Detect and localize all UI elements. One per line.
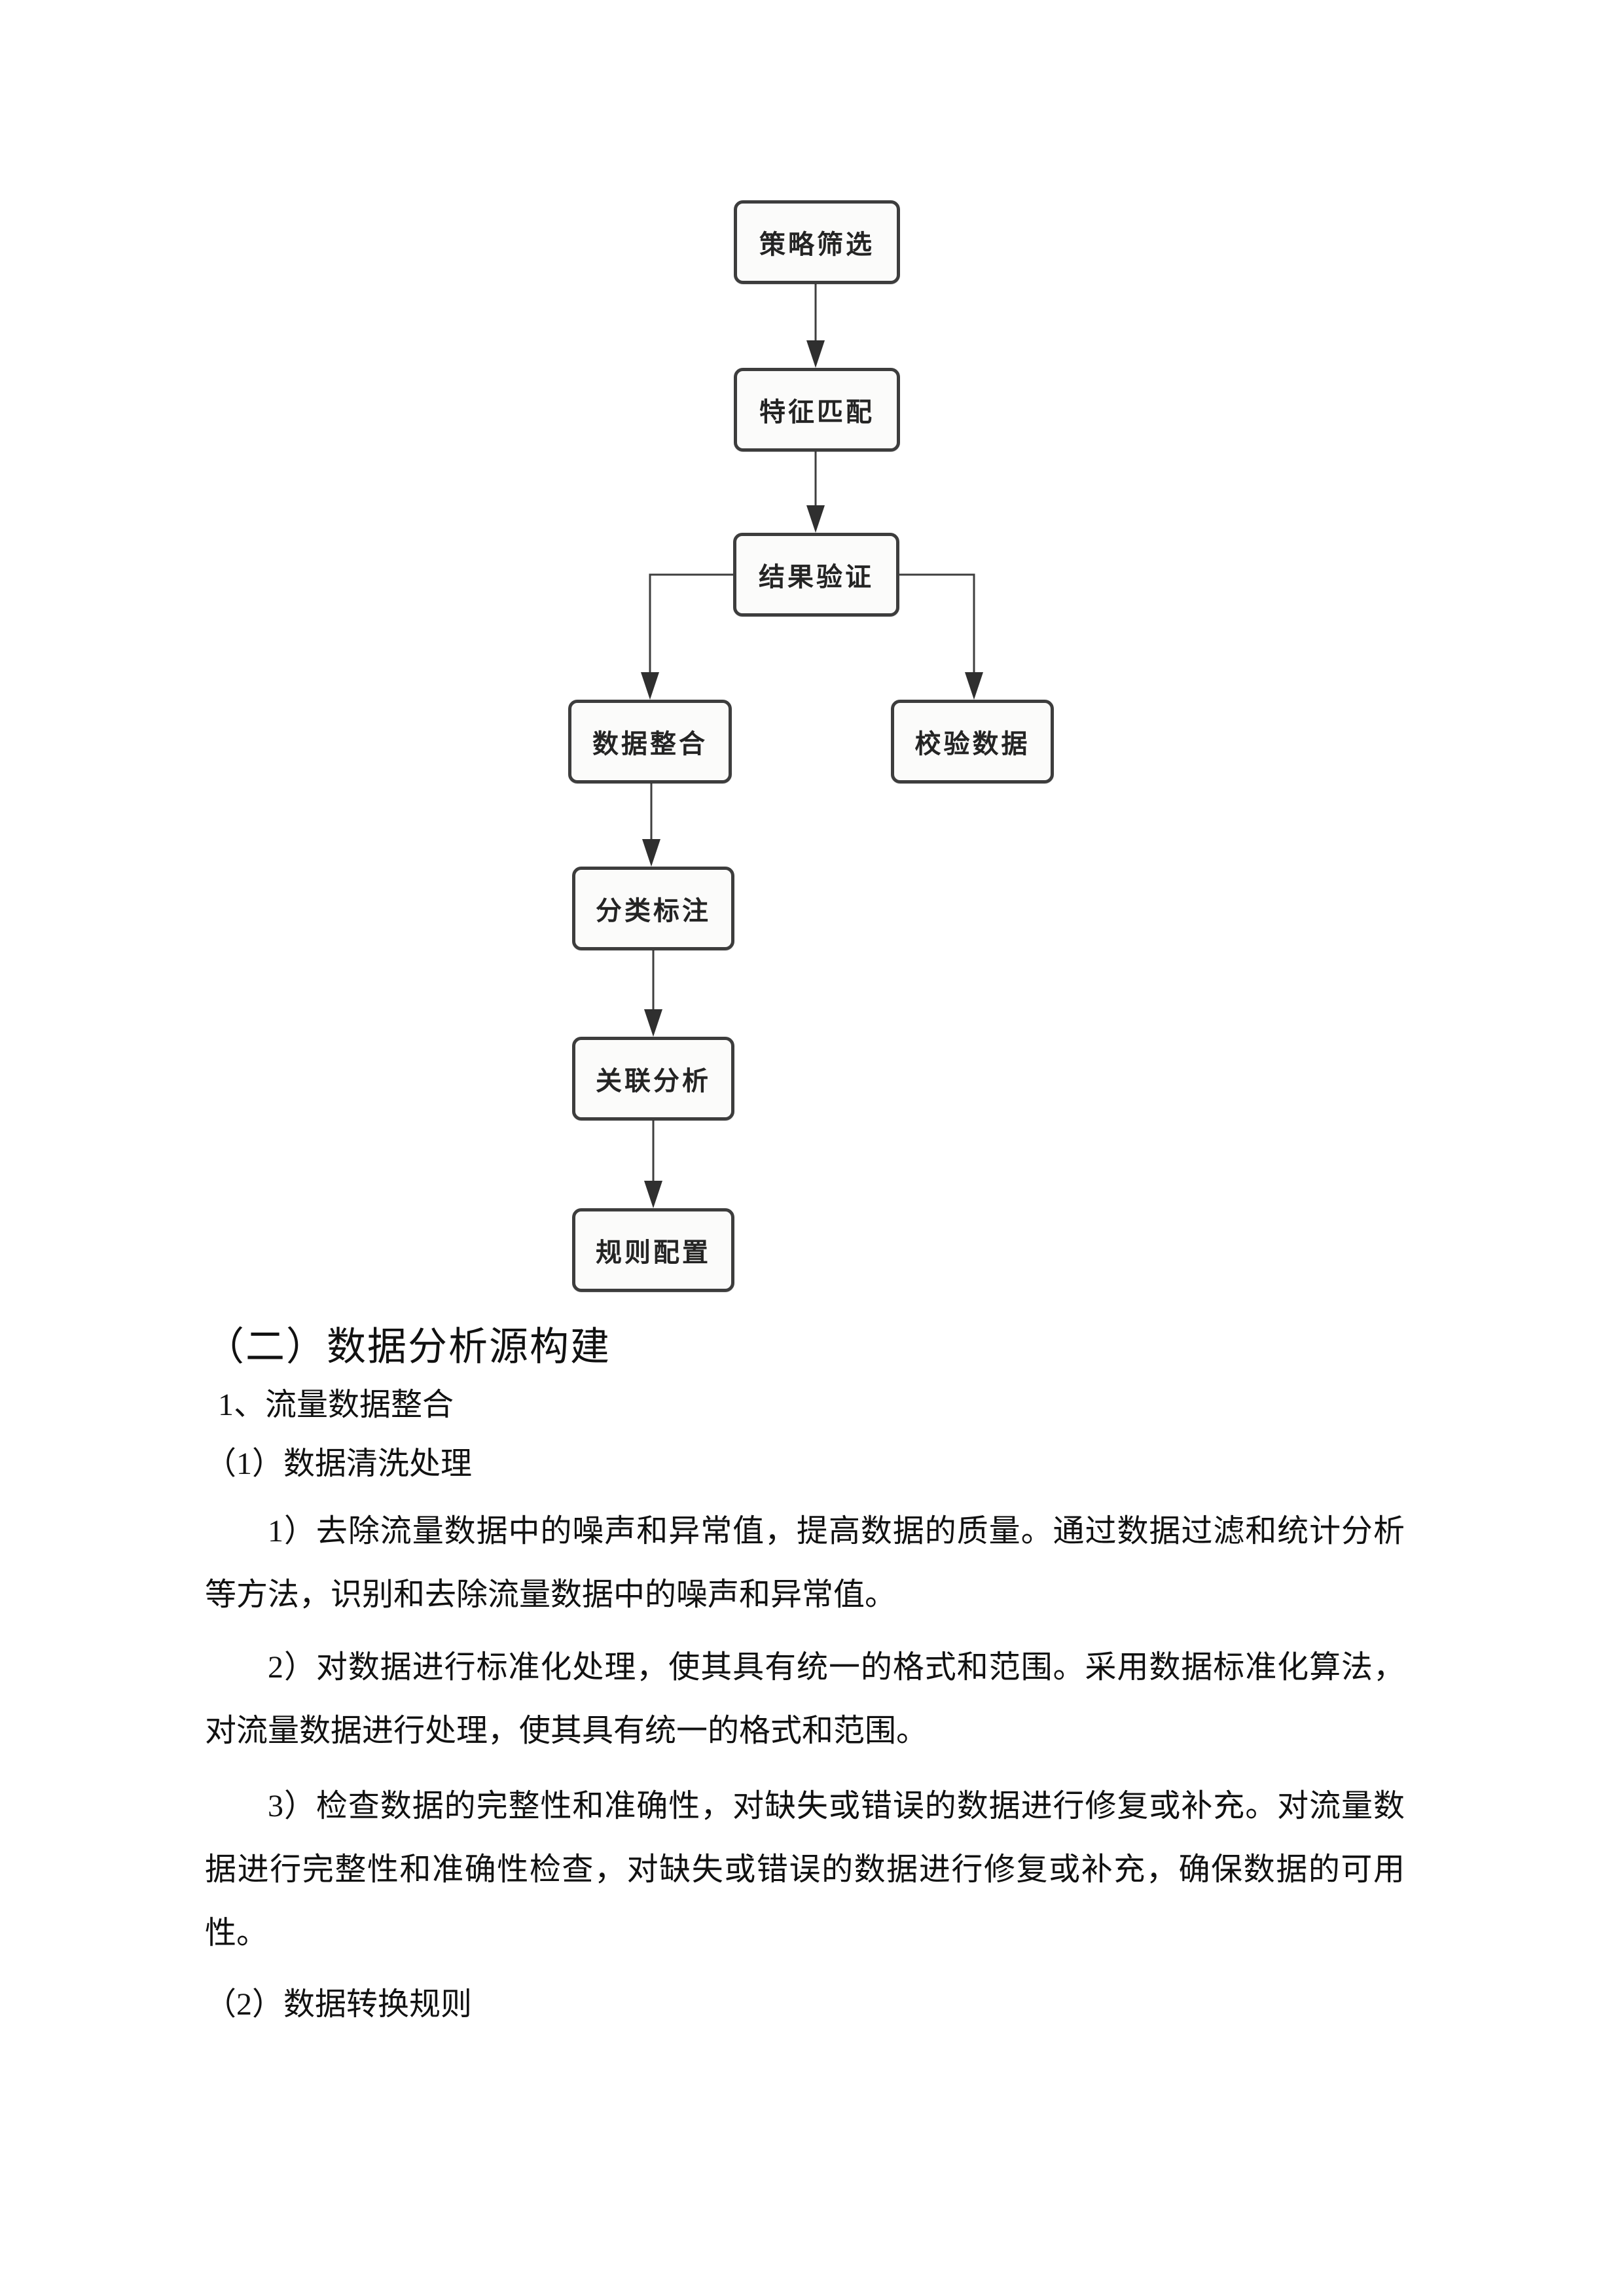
arrow-head-icon <box>965 672 983 700</box>
flow-node-strategy-filter: 策略筛选 <box>734 200 900 284</box>
flow-node-label: 特征匹配 <box>759 398 875 427</box>
flow-node-label: 结果验证 <box>759 563 874 592</box>
list-item-traffic-data-integration: 1、流量数据整合 <box>218 1388 454 1422</box>
flow-node-label: 关联分析 <box>596 1067 711 1096</box>
flow-node-result-verify: 结果验证 <box>733 533 899 617</box>
arrow-head-icon <box>806 340 825 368</box>
flow-node-classify-label: 分类标注 <box>572 867 734 950</box>
section-heading: （二）数据分析源构建 <box>205 1325 611 1369</box>
flowchart-connectors <box>641 284 983 1208</box>
paragraph-integrity-check: 3）检查数据的完整性和准确性，对缺失或错误的数据进行修复或补充。对流量数据进行完… <box>205 1789 1405 1950</box>
paragraph-standardization: 2）对数据进行标准化处理，使其具有统一的格式和范围。采用数据标准化算法，对流量数… <box>205 1650 1405 1748</box>
arrow-head-icon <box>641 672 659 700</box>
list-item-data-conversion-rules: （2）数据转换规则 <box>205 1987 473 2022</box>
flow-node-data-integrate: 数据整合 <box>568 700 732 783</box>
flow-node-label: 规则配置 <box>596 1238 711 1267</box>
flow-node-label: 分类标注 <box>596 897 711 925</box>
flow-arrow-line <box>649 573 734 673</box>
arrow-head-icon <box>806 505 825 533</box>
flow-arrow-line <box>899 573 975 673</box>
arrow-head-icon <box>644 1009 662 1037</box>
list-item-data-cleaning: （1）数据清洗处理 <box>205 1446 473 1481</box>
flow-node-relation-analyze: 关联分析 <box>572 1037 734 1121</box>
flow-node-rule-config: 规则配置 <box>572 1208 734 1292</box>
flow-node-feature-match: 特征匹配 <box>734 368 900 452</box>
flow-node-check-data: 校验数据 <box>891 700 1054 783</box>
arrow-head-icon <box>642 839 660 867</box>
paragraph-noise-removal: 1）去除流量数据中的噪声和异常值，提高数据的质量。通过数据过滤和统计分析等方法，… <box>205 1514 1405 1612</box>
flow-node-label: 策略筛选 <box>759 230 875 259</box>
arrow-head-icon <box>644 1181 662 1208</box>
flow-node-label: 校验数据 <box>914 730 1030 759</box>
flow-node-label: 数据整合 <box>592 730 708 759</box>
